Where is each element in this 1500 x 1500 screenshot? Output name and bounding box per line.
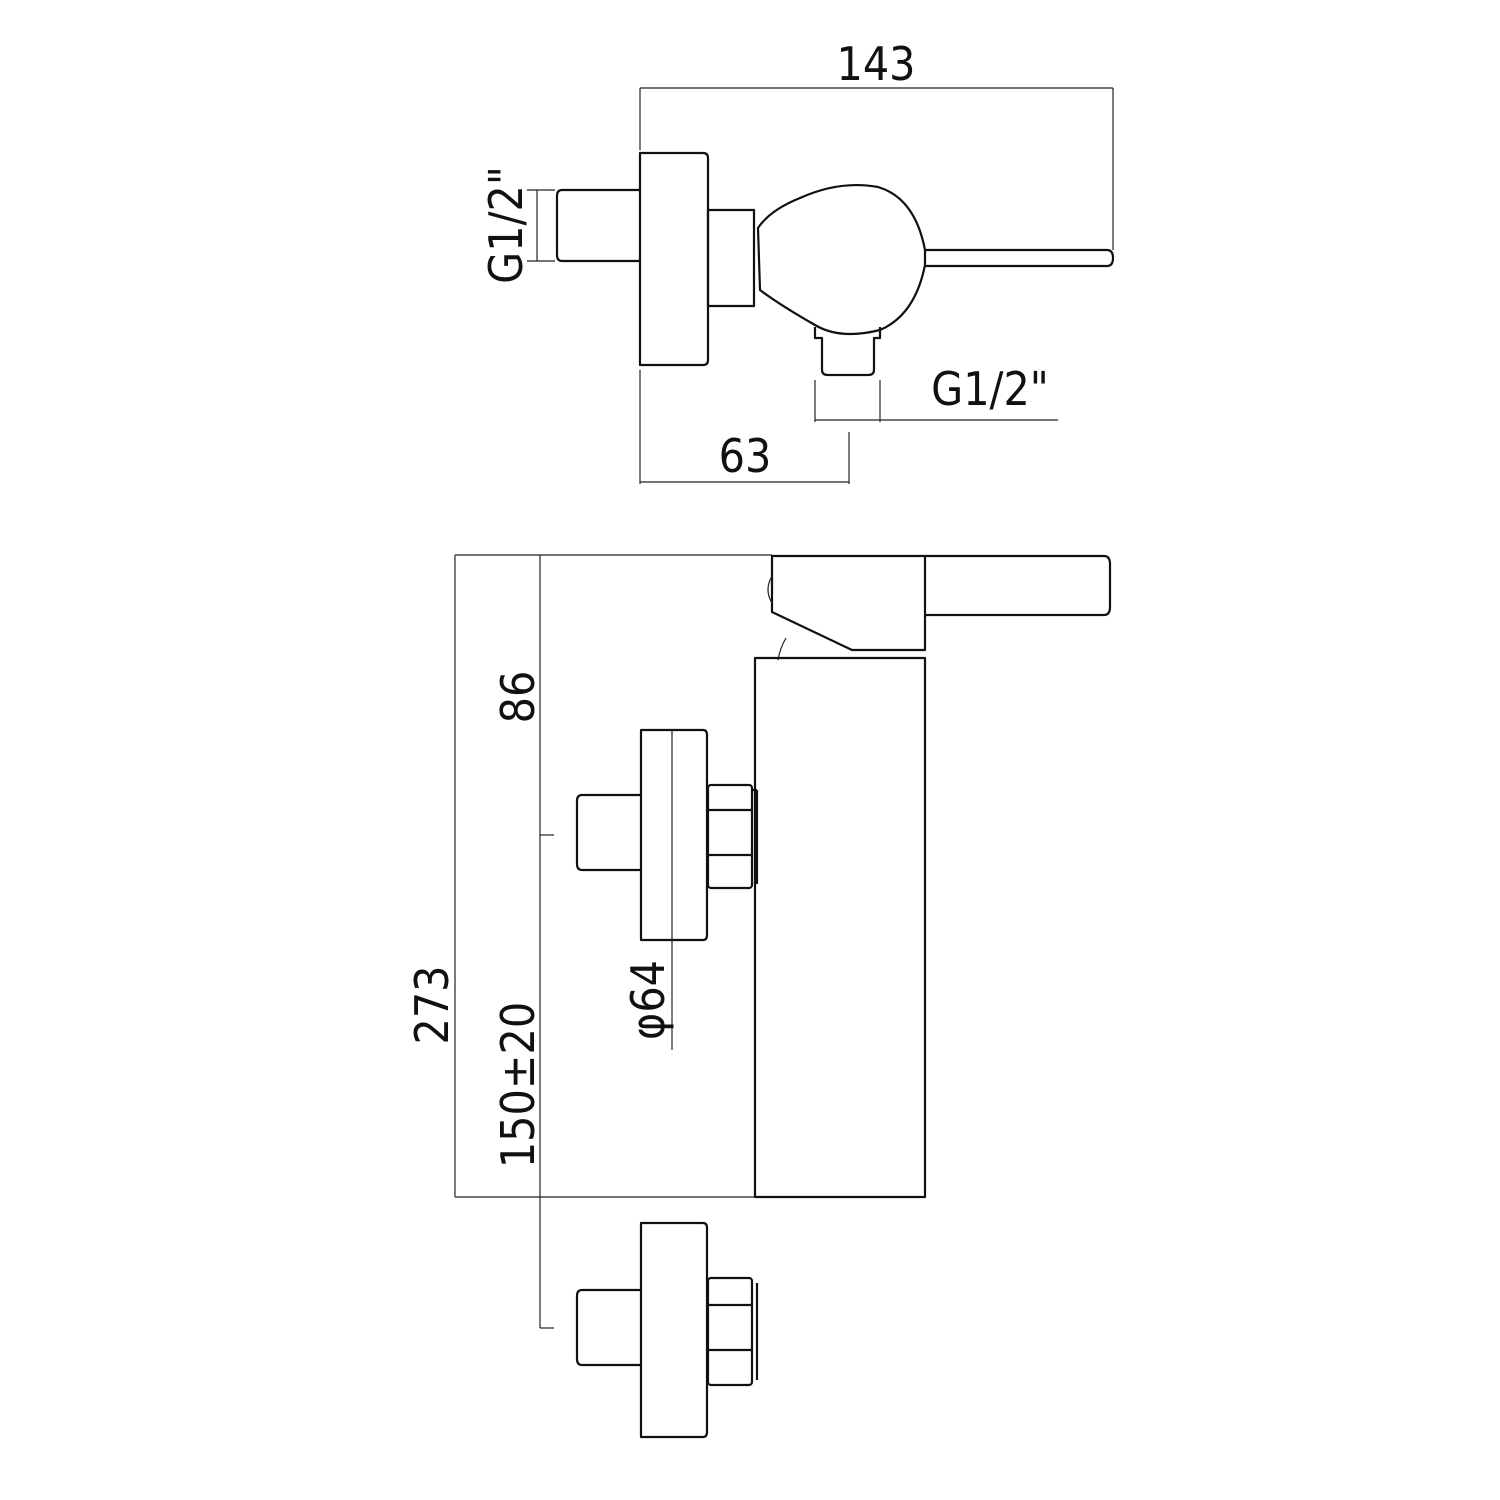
dimension-outlet-thread: G1/2" [814,362,1058,422]
dimension-inlet-thread: G1/2" [479,166,555,284]
collar [706,208,756,308]
outlet-pipe [813,327,882,377]
inlet-pipe [555,188,640,263]
outlet-thread-label: G1/2" [931,362,1049,416]
dimension-143: 143 [639,37,1114,250]
overall-width-label: 143 [837,37,916,91]
dimension-86: 86 [491,555,554,836]
outlet-offset-label: 63 [719,429,772,483]
inlet-thread-label: G1/2" [479,166,533,284]
dimension-63: 63 [639,370,850,484]
dimension-150: 150±20 [491,835,554,1329]
mixer-body [756,183,927,336]
overall-height-label: 273 [405,966,459,1045]
inlet-spacing-label: 150±20 [491,1002,545,1168]
dimension-273: 273 [405,555,459,1197]
top-to-inlet-label: 86 [491,671,545,724]
mixer-body-side [753,656,927,1199]
lower-connection [575,1221,759,1439]
handle-swing-arc [777,637,787,661]
handle-head [770,554,927,652]
flange-diameter-label: φ64 [621,960,675,1040]
wall-flange [638,151,710,367]
side-lever [925,554,1112,617]
upper-connection: φ64 [575,728,759,1050]
side-view: 273 86 150±20 φ64 [405,554,1112,1439]
lever-handle [925,248,1115,268]
top-view: 143 G1/2" G1/2" 63 [479,37,1115,484]
handle-dome [767,575,773,604]
